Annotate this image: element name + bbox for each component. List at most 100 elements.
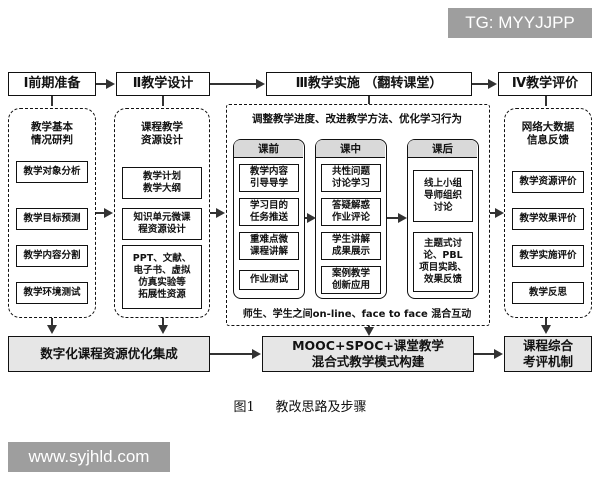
before-class-group: 课前 教学内容 引导导学 学习目的 任务推送 重难点微 课程讲解 作业测试 <box>233 139 305 299</box>
col4-item-3-text: 教学实施评价 <box>519 250 577 262</box>
col4-header: 网络大数据 信息反馈 <box>521 121 575 147</box>
column-preparation: 教学基本 情况研判 教学对象分析 教学目标预测 教学内容分割 教学环境测试 <box>8 108 96 318</box>
before-item-1-text: 教学内容 引导导学 <box>249 166 288 189</box>
arrow-b1-b2-head <box>252 349 261 359</box>
arrow-p1-p2 <box>96 83 107 85</box>
down-col2-head <box>158 325 168 334</box>
connector-p2 <box>162 96 164 106</box>
col4-item-2-text: 教学效果评价 <box>519 213 577 225</box>
arrow-during-after <box>387 217 399 219</box>
down-col2 <box>162 318 164 326</box>
col4-item-4-text: 教学反思 <box>528 287 567 299</box>
during-item-3-text: 学生讲解 成果展示 <box>331 234 370 257</box>
col1-item-1-text: 教学对象分析 <box>23 166 81 178</box>
figure-caption: 图1 教改思路及步骤 <box>233 400 367 415</box>
during-item-4-text: 案例教学 创新应用 <box>331 268 370 291</box>
col2-item-3: PPT、文献、 电子书、虚拟 仿真实验等 拓展性资源 <box>122 245 202 309</box>
arrow-c2-c3-head <box>216 208 225 218</box>
col2-header: 课程教学 资源设计 <box>141 121 183 147</box>
col1-header: 教学基本 情况研判 <box>31 121 73 147</box>
after-item-2: 主题式讨 论、PBL 项目实践、 效果反馈 <box>413 232 473 292</box>
bottom-box-blended-mode-text: MOOC+SPOC+课堂教学 混合式教学模式构建 <box>292 338 444 369</box>
col2-item-1: 教学计划 教学大纲 <box>122 167 202 199</box>
arrow-b2-b3-head <box>494 349 503 359</box>
phase-4-label: Ⅳ教学评价 <box>511 75 579 91</box>
after-item-2-text: 主题式讨 论、PBL 项目实践、 效果反馈 <box>419 238 467 285</box>
col2-item-3-text: PPT、文献、 电子书、虚拟 仿真实验等 拓展性资源 <box>132 253 192 300</box>
bottom-box-blended-mode: MOOC+SPOC+课堂教学 混合式教学模式构建 <box>262 336 474 372</box>
phase-2-label: Ⅱ教学设计 <box>132 75 194 91</box>
during-item-4: 案例教学 创新应用 <box>321 266 381 294</box>
down-col3-head <box>364 327 374 336</box>
after-item-1: 线上小组 导师组织 讨论 <box>413 170 473 222</box>
during-class-group: 课中 共性问题 讨论学习 答疑解惑 作业评论 学生讲解 成果展示 案例教学 创新… <box>315 139 387 299</box>
before-class-header: 课前 <box>234 140 303 158</box>
phase-4-box: Ⅳ教学评价 <box>498 72 592 96</box>
during-class-header: 课中 <box>316 140 385 158</box>
column-evaluation: 网络大数据 信息反馈 教学资源评价 教学效果评价 教学实施评价 教学反思 <box>504 108 592 318</box>
arrow-before-during-head <box>307 213 316 223</box>
col4-item-3: 教学实施评价 <box>512 245 584 267</box>
phase-3-label: Ⅲ教学实施 （翻转课堂） <box>295 75 443 91</box>
arrow-c1-c2-head <box>104 208 113 218</box>
arrow-p3-p4 <box>472 83 489 85</box>
before-item-4-text: 作业测试 <box>249 274 288 286</box>
bottom-box-assessment: 课程综合 考评机制 <box>504 336 592 372</box>
col4-item-1: 教学资源评价 <box>512 171 584 193</box>
after-item-1-text: 线上小组 导师组织 讨论 <box>423 178 462 213</box>
down-col4-head <box>541 325 551 334</box>
before-item-1: 教学内容 引导导学 <box>239 164 299 192</box>
col1-item-1: 教学对象分析 <box>16 161 88 183</box>
connector-p1 <box>51 96 53 106</box>
phase-2-box: Ⅱ教学设计 <box>116 72 210 96</box>
col4-item-4: 教学反思 <box>512 282 584 304</box>
before-item-3-text: 重难点微 课程讲解 <box>249 234 288 257</box>
watermark-top: TG: MYYJJPP <box>448 8 592 38</box>
col1-item-2-text: 教学目标预测 <box>23 213 81 225</box>
during-item-1: 共性问题 讨论学习 <box>321 164 381 192</box>
col4-item-2: 教学效果评价 <box>512 208 584 230</box>
during-item-3: 学生讲解 成果展示 <box>321 232 381 260</box>
down-col4 <box>545 318 547 326</box>
column-implementation: 调整教学进度、改进教学方法、优化学习行为 课前 教学内容 引导导学 学习目的 任… <box>226 104 490 326</box>
arrow-p3-p4-head <box>488 79 497 89</box>
before-item-2: 学习目的 任务推送 <box>239 198 299 226</box>
phase-3-box: Ⅲ教学实施 （翻转课堂） <box>266 72 472 96</box>
col3-top-banner: 调整教学进度、改进教学方法、优化学习行为 <box>252 113 462 125</box>
arrow-during-after-head <box>398 213 407 223</box>
during-item-2-text: 答疑解惑 作业评论 <box>331 200 370 223</box>
col1-item-4: 教学环境测试 <box>16 282 88 304</box>
before-item-2-text: 学习目的 任务推送 <box>249 200 288 223</box>
arrow-c2-c3 <box>210 212 217 214</box>
bottom-box-resources: 数字化课程资源优化集成 <box>8 336 210 372</box>
col2-item-1-text: 教学计划 教学大纲 <box>142 171 181 194</box>
watermark-bottom: www.syjhld.com <box>8 442 170 472</box>
arrow-b1-b2 <box>210 353 253 355</box>
before-item-3: 重难点微 课程讲解 <box>239 232 299 260</box>
connector-p3 <box>368 96 370 104</box>
col1-item-3: 教学内容分割 <box>16 245 88 267</box>
down-col1-head <box>47 325 57 334</box>
after-class-group: 课后 线上小组 导师组织 讨论 主题式讨 论、PBL 项目实践、 效果反馈 <box>407 139 479 299</box>
arrow-c3-c4 <box>490 212 496 214</box>
arrow-p1-p2-head <box>106 79 115 89</box>
col4-item-1-text: 教学资源评价 <box>519 176 577 188</box>
arrow-c1-c2 <box>96 212 105 214</box>
phase-1-label: Ⅰ前期准备 <box>23 75 81 91</box>
after-class-header: 课后 <box>408 140 477 158</box>
connector-p4 <box>545 96 547 106</box>
column-design: 课程教学 资源设计 教学计划 教学大纲 知识单元微课 程资源设计 PPT、文献、… <box>114 108 210 318</box>
col1-item-2: 教学目标预测 <box>16 208 88 230</box>
col2-item-2-text: 知识单元微课 程资源设计 <box>133 212 191 235</box>
arrow-c3-c4-head <box>495 208 504 218</box>
col1-item-4-text: 教学环境测试 <box>23 287 81 299</box>
down-col1 <box>51 318 53 326</box>
arrow-p2-p3 <box>210 83 257 85</box>
col2-item-2: 知识单元微课 程资源设计 <box>122 208 202 240</box>
phase-1-box: Ⅰ前期准备 <box>8 72 96 96</box>
during-item-2: 答疑解惑 作业评论 <box>321 198 381 226</box>
col3-bottom-banner: 师生、学生之间on-line、face to face 混合互动 <box>242 309 472 320</box>
arrow-p2-p3-head <box>256 79 265 89</box>
before-item-4: 作业测试 <box>239 270 299 290</box>
during-item-1-text: 共性问题 讨论学习 <box>331 166 370 189</box>
